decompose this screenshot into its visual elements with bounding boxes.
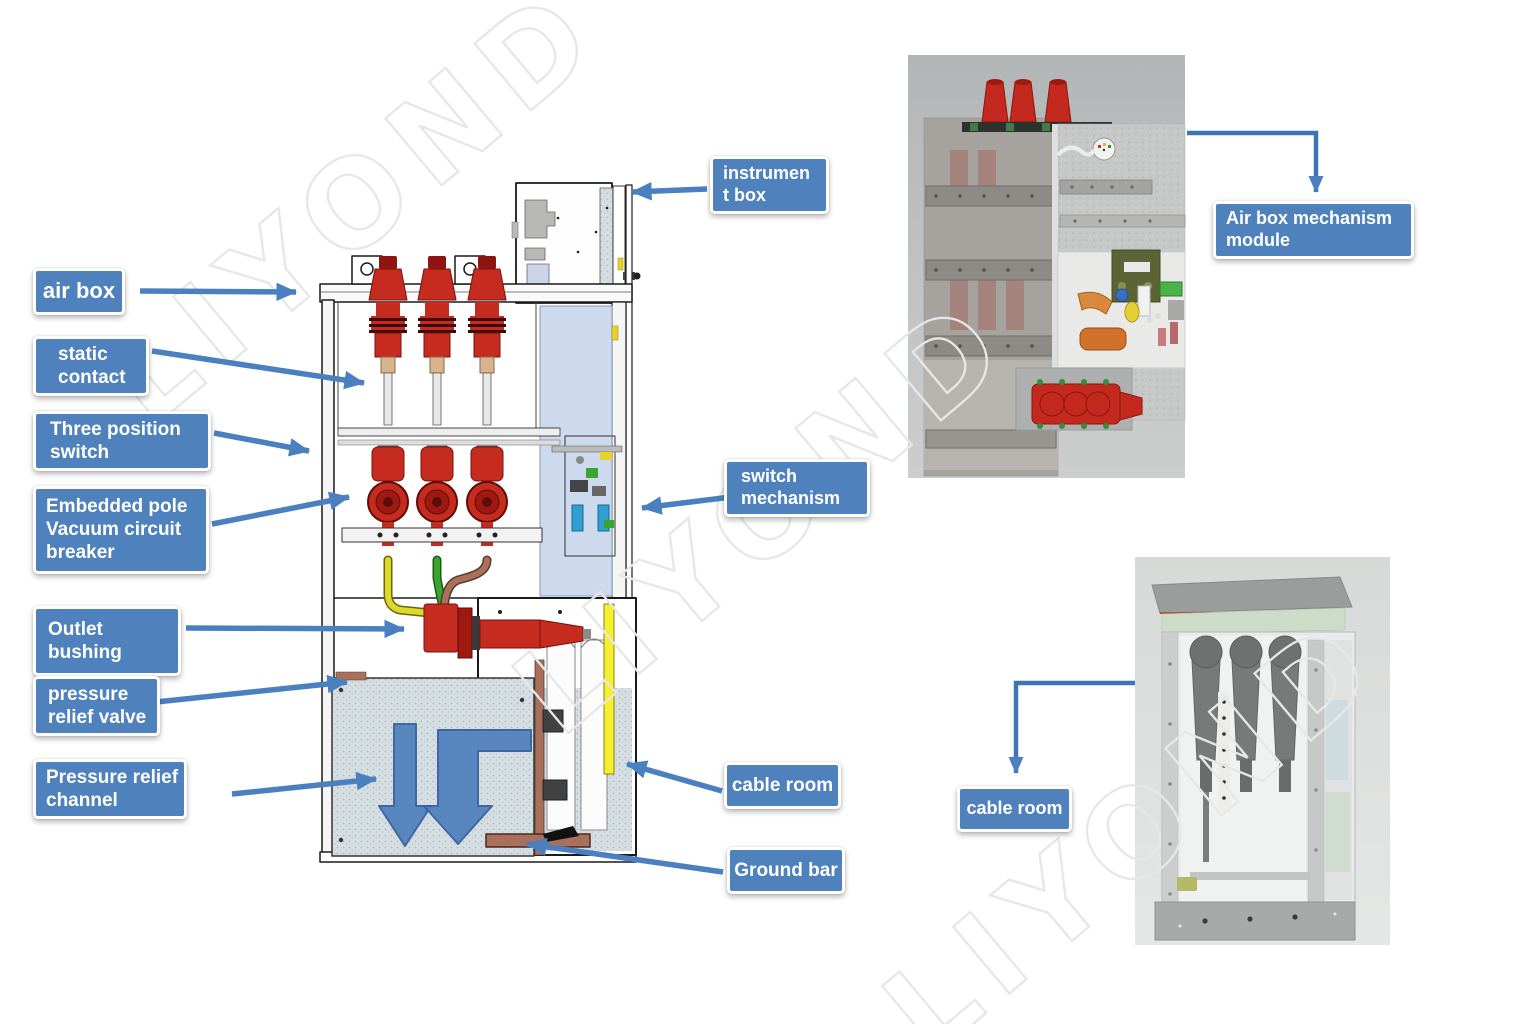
label-outlet-bushing: Outlet bushing (33, 606, 181, 677)
label-instrument-box: instrumen t box (710, 156, 829, 214)
flow-arrow-elbow-icon (423, 729, 532, 845)
label-embedded-pole-vcb: Embedded pole Vacuum circuit breaker (33, 486, 209, 574)
cable-room-photo (1135, 557, 1390, 945)
pressure-relief-channel-drawing (331, 671, 535, 857)
cable-terminations (1189, 635, 1302, 862)
label-ground-bar: Ground bar (727, 847, 845, 895)
vacuum-circuit-breaker-poles (341, 446, 543, 546)
label-air-box-mechanism-module: Air box mechanism module (1213, 201, 1414, 259)
photo-red-bushings (981, 79, 1072, 123)
lifting-lugs (351, 255, 486, 285)
air-box-mechanism-photo (908, 55, 1186, 478)
label-pressure-relief-valve: pressure relief valve (33, 676, 160, 737)
label-air-box: air box (33, 268, 125, 315)
instrument-box-drawing (511, 182, 641, 305)
label-cable-room: cable room (724, 762, 841, 810)
static-contact-bushings (368, 256, 507, 426)
gas-gauge-icon (1056, 137, 1116, 161)
label-switch-mechanism: switch mechanism (724, 459, 870, 517)
photo-switch-component (1015, 367, 1143, 431)
outlet-bushing-drawing (423, 603, 591, 659)
flow-arrow-down-icon (378, 723, 432, 847)
mechanism-plate (1057, 249, 1186, 369)
cabinet-section-drawing (319, 182, 641, 863)
panel-rails (925, 185, 1057, 449)
label-cable-room-right: cable room (957, 786, 1072, 832)
switch-mechanism-drawing (551, 435, 623, 557)
label-three-position-switch: Three position switch (33, 411, 211, 472)
label-static-contact: static contact (33, 336, 149, 397)
label-pressure-relief-channel: Pressure relief channel (33, 759, 187, 820)
